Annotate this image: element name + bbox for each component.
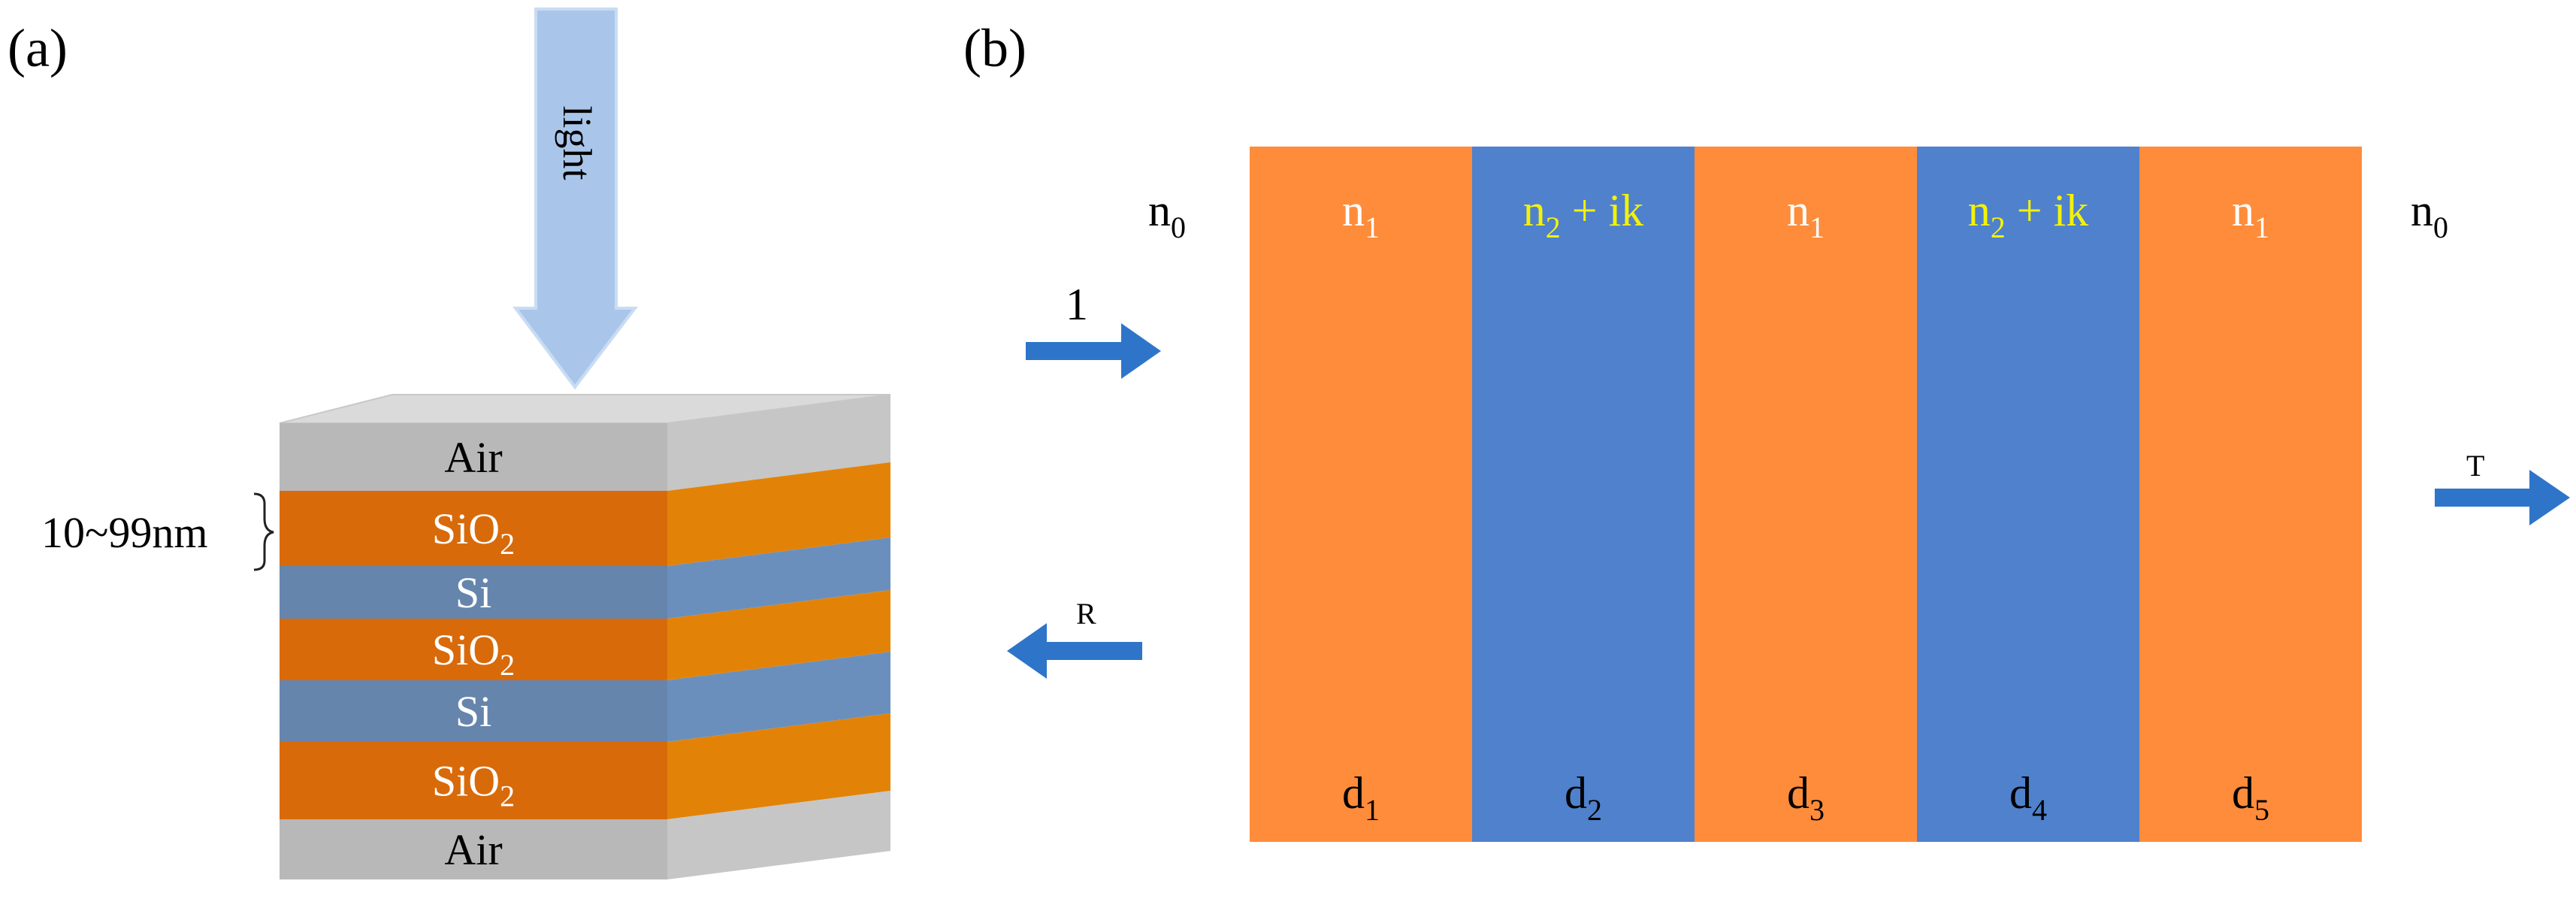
layer-thickness-label: d3 xyxy=(1787,768,1825,827)
stack-layer-label: Si xyxy=(455,687,491,736)
stack-layer-front xyxy=(280,491,667,566)
stack-layer-side xyxy=(667,462,890,566)
stack-layer-label: SiO2 xyxy=(432,504,515,561)
transmitted-label: T xyxy=(2466,449,2484,483)
stack-layer-side xyxy=(667,791,890,879)
stack-layer-side xyxy=(667,590,890,680)
stack-layer-front xyxy=(280,619,667,680)
panel-b-label: (b) xyxy=(963,18,1026,78)
stack-layer-label: Air xyxy=(444,433,502,482)
layer-column-fill xyxy=(2139,147,2362,842)
incident-arrow: 1 xyxy=(1026,280,1161,379)
incident-label: 1 xyxy=(1066,280,1088,329)
layer-column-2: n2 + ik d2 xyxy=(1472,147,1695,842)
layer-index-label: n1 xyxy=(2232,186,2269,244)
stack-layer-side xyxy=(667,395,890,491)
stack-layer-sio2: SiO2 xyxy=(280,590,890,682)
transmitted-arrow: T xyxy=(2435,449,2570,525)
panel-a-label: (a) xyxy=(8,18,68,78)
stack-layer-label: SiO2 xyxy=(432,757,515,813)
layer-index-label: n1 xyxy=(1787,186,1825,244)
stack-layer-side xyxy=(667,652,890,742)
layer-thickness-label: d2 xyxy=(1565,768,1602,827)
stack-layer-side xyxy=(667,713,890,819)
layer-column-5: n1 d5 xyxy=(2139,147,2362,842)
stack-layer-label: Air xyxy=(444,825,502,874)
multilayer-columns: n1 d1 n2 + ik d2 n1 d3 n2 + ik d4 n1 d5 xyxy=(1250,147,2362,842)
light-arrow: light xyxy=(512,8,639,390)
stack-layer-label: Si xyxy=(455,568,491,617)
stack-layer-front xyxy=(280,423,667,491)
thickness-label: 10~99nm xyxy=(41,508,208,557)
layer-column-fill xyxy=(1472,147,1695,842)
stack-layer-front xyxy=(280,742,667,819)
layer-column-3: n1 d3 xyxy=(1695,147,1917,842)
stack-layer-front xyxy=(280,566,667,619)
layer-column-1: n1 d1 xyxy=(1250,147,1472,842)
layer-column-fill xyxy=(1250,147,1472,842)
layer-index-label: n1 xyxy=(1342,186,1380,244)
thickness-brace xyxy=(253,492,274,571)
stack-layer-sio2: SiO2 xyxy=(280,462,890,566)
stack-layer-side xyxy=(667,537,890,619)
reflected-label: R xyxy=(1076,597,1096,631)
stack-layer-sio2: SiO2 xyxy=(280,713,890,819)
stack-layer-si: Si xyxy=(280,537,890,619)
stack-layer-front xyxy=(280,680,667,742)
layer-column-fill xyxy=(1695,147,1917,842)
stack-layer-si: Si xyxy=(280,652,890,742)
stack-layer-label: SiO2 xyxy=(432,625,515,682)
stack-layer-front xyxy=(280,819,667,879)
layer-thickness-label: d1 xyxy=(1342,768,1380,827)
layer-thickness-label: d4 xyxy=(2009,768,2047,827)
outer-right-index: n0 xyxy=(2411,186,2448,244)
stack-layer-air: Air xyxy=(280,791,890,879)
layer-thickness-label: d5 xyxy=(2232,768,2269,827)
layer-column-4: n2 + ik d4 xyxy=(1917,147,2139,842)
stack-layer-air: Air xyxy=(280,395,890,491)
layer-index-label: n2 + ik xyxy=(1968,186,2089,244)
outer-left-index: n0 xyxy=(1148,186,1186,244)
light-label: light xyxy=(555,105,600,180)
reflected-arrow: R xyxy=(1007,597,1142,679)
layer-index-label: n2 + ik xyxy=(1523,186,1644,244)
layer-column-fill xyxy=(1917,147,2139,842)
